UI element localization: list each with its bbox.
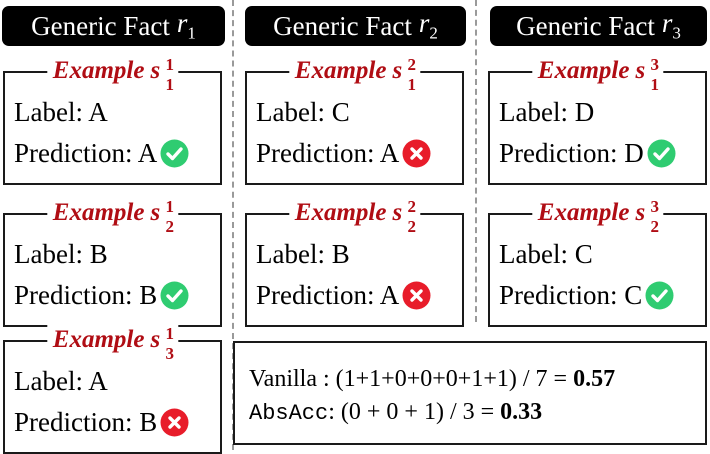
header-text: Generic Fact: [273, 10, 412, 41]
label-text: Label: C: [499, 239, 593, 269]
score-summary-box: Vanilla : (1+1+0+0+0+1+1) / 7 = 0.57 Abs…: [233, 341, 707, 445]
label-text: Label: A: [14, 366, 108, 396]
header-text: Generic Fact: [516, 10, 655, 41]
prediction-text: Prediction: A: [256, 138, 400, 168]
cross-circle-icon: [160, 408, 189, 437]
prediction-text: Prediction: D: [499, 138, 644, 168]
header-fact-3: Generic Fact r3: [490, 6, 707, 46]
label-text: Label: B: [256, 239, 350, 269]
prediction-row: Prediction: B: [14, 280, 189, 310]
prediction-text: Prediction: B: [14, 280, 158, 310]
absacc-formula: : (0 + 0 + 1) / 3 =: [328, 399, 501, 425]
absacc-result: 0.33: [500, 399, 543, 425]
prediction-row: Prediction: A: [14, 138, 189, 168]
header-var: r1: [176, 8, 196, 43]
label-text: Label: B: [14, 239, 108, 269]
prediction-text: Prediction: A: [14, 138, 158, 168]
prediction-text: Prediction: C: [499, 280, 643, 310]
header-var: r3: [661, 8, 681, 43]
cross-circle-icon: [402, 281, 431, 310]
header-fact-1: Generic Fact r1: [2, 6, 225, 46]
column-divider-1: [232, 0, 234, 450]
absacc-score-row: AbsAcc: (0 + 0 + 1) / 3 = 0.33: [249, 398, 542, 428]
absacc-label: AbsAcc: [249, 401, 329, 426]
vanilla-score-row: Vanilla : (1+1+0+0+0+1+1) / 7 = 0.57: [249, 365, 615, 393]
label-text: Label: A: [14, 97, 108, 127]
header-text: Generic Fact: [31, 10, 170, 41]
prediction-row: Prediction: B: [14, 407, 189, 437]
vanilla-label: Vanilla: [249, 366, 317, 392]
check-circle-icon: [645, 281, 674, 310]
prediction-text: Prediction: A: [256, 280, 400, 310]
cross-circle-icon: [402, 139, 431, 168]
prediction-row: Prediction: C: [499, 280, 674, 310]
check-circle-icon: [160, 139, 189, 168]
prediction-text: Prediction: B: [14, 407, 158, 437]
label-text: Label: D: [499, 97, 595, 127]
prediction-row: Prediction: A: [256, 280, 431, 310]
label-text: Label: C: [256, 97, 350, 127]
column-divider-2: [475, 0, 477, 322]
header-fact-2: Generic Fact r2: [245, 6, 466, 46]
prediction-row: Prediction: A: [256, 138, 431, 168]
vanilla-result: 0.57: [573, 366, 616, 392]
prediction-row: Prediction: D: [499, 138, 676, 168]
check-circle-icon: [160, 281, 189, 310]
vanilla-formula: : (1+1+0+0+0+1+1) / 7 =: [316, 366, 574, 392]
check-circle-icon: [647, 139, 676, 168]
header-var: r2: [418, 8, 438, 43]
